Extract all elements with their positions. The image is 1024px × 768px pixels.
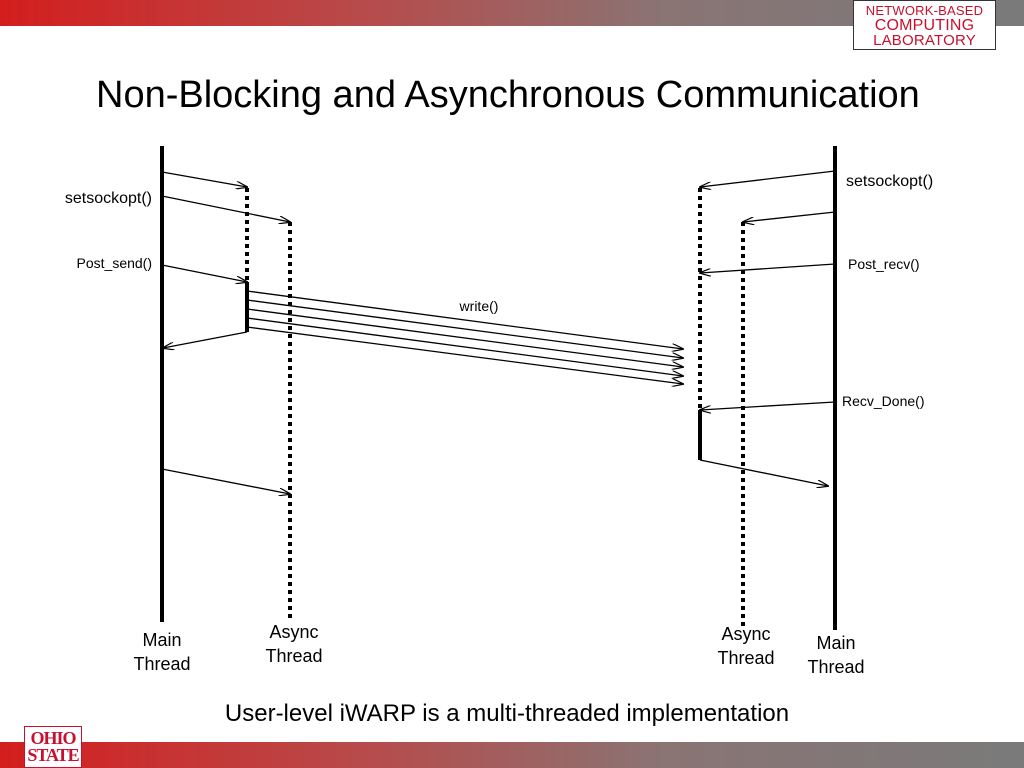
- bottom-banner-bar: [0, 742, 1024, 768]
- slide-title: Non-Blocking and Asynchronous Communicat…: [96, 74, 920, 116]
- label-main-thread-left-line-2: Thread: [133, 654, 190, 674]
- lab-logo-line-3: LABORATORY: [873, 31, 976, 49]
- label-setsockopt-right: setsockopt(): [846, 173, 933, 190]
- arrow-write-1: [246, 290, 683, 349]
- arrow-write-5: [246, 326, 683, 384]
- label-post-send: Post_send(): [77, 255, 152, 271]
- arrow-write-4: [246, 317, 683, 376]
- arrow-setsockopt-right-1: [700, 170, 836, 187]
- arrow-recv-done: [700, 401, 836, 410]
- label-setsockopt-left: setsockopt(): [65, 190, 152, 207]
- arrow-send-return: [163, 331, 248, 348]
- network-based-computing-lab-logo: NETWORK-BASED COMPUTING LABORATORY: [853, 0, 996, 50]
- label-main-thread-right-line-1: Main: [816, 633, 855, 653]
- label-async-thread-left-line-2: Thread: [265, 646, 322, 666]
- arrow-setsockopt-left-1: [161, 171, 247, 187]
- osu-logo-line-2: STATE: [27, 745, 79, 765]
- label-recv-done: Recv_Done(): [842, 393, 924, 409]
- slide-caption: User-level iWARP is a multi-threaded imp…: [224, 700, 790, 727]
- label-main-thread-right-line-2: Thread: [807, 657, 864, 677]
- arrow-post-send: [161, 264, 247, 282]
- arrow-main-to-async-left: [161, 468, 290, 494]
- lab-logo-line-1: NETWORK-BASED: [865, 2, 984, 18]
- ohio-state-logo: OHIO STATE: [24, 726, 82, 768]
- arrow-setsockopt-right-2: [743, 211, 836, 222]
- label-async-thread-left-line-1: Async: [269, 622, 318, 642]
- arrow-write-2: [246, 299, 683, 358]
- arrow-setsockopt-left-2: [161, 195, 290, 222]
- label-post-recv: Post_recv(): [848, 256, 920, 272]
- label-main-thread-left-line-1: Main: [142, 630, 181, 650]
- label-async-thread-right-line-1: Async: [721, 624, 770, 644]
- label-async-thread-right-line-2: Thread: [717, 648, 774, 668]
- label-write: write(): [459, 298, 499, 314]
- arrow-post-recv: [700, 263, 836, 273]
- lab-logo-line-2: COMPUTING: [874, 16, 975, 34]
- arrow-write-3: [246, 308, 683, 367]
- arrow-recv-complete: [699, 459, 828, 486]
- osu-logo-line-1: OHIO: [30, 728, 76, 748]
